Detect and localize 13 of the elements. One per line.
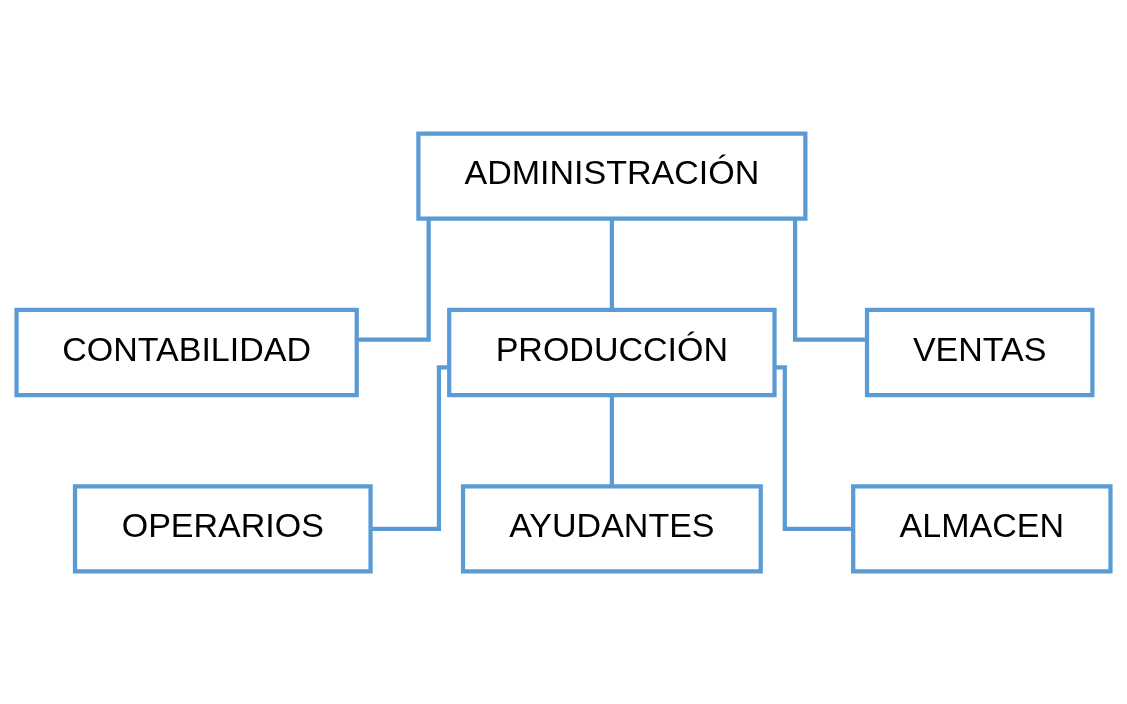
node-box: OPERARIOS [72,483,373,574]
node-box: PRODUCCIÓN [447,307,777,397]
node-box: ALMACEN [851,483,1113,574]
connector [792,218,867,342]
node-box: AYUDANTES [460,483,763,574]
node-box: CONTABILIDAD [14,307,359,397]
connector [357,218,431,342]
connector [371,364,449,531]
node-box: ADMINISTRACIÓN [416,130,808,221]
connector [609,218,614,310]
connector [609,394,614,486]
connector [775,364,854,531]
node-box: VENTAS [864,307,1095,397]
